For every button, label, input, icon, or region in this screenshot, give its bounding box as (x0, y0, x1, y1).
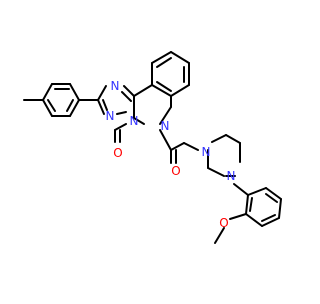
bond (245, 194, 249, 215)
bond (170, 142, 185, 151)
bond (225, 134, 241, 144)
atom-nitrogen: N (161, 119, 170, 133)
bond (151, 84, 172, 97)
bond (97, 99, 105, 115)
atom-oxygen: O (171, 164, 180, 178)
bond (170, 51, 190, 64)
bond (42, 99, 53, 117)
bond-methyl (214, 227, 225, 244)
bond (183, 142, 199, 151)
atom-oxygen: O (113, 146, 122, 160)
atom-nitrogen: N (227, 169, 236, 183)
bond (278, 198, 282, 219)
bond (159, 129, 172, 151)
bond (69, 99, 80, 117)
bond (121, 91, 132, 102)
bond (102, 99, 108, 111)
bond-inner (249, 197, 253, 212)
bond-inner (156, 57, 172, 68)
bond (211, 134, 227, 143)
bond (233, 183, 249, 196)
bond (97, 85, 107, 101)
bond-inner (47, 99, 56, 112)
atom-labels: N N N N O O N N O (106, 79, 236, 230)
bond (229, 213, 247, 220)
bond (245, 213, 263, 227)
structure-canvas: N N N N O O N N O (23, 51, 282, 244)
atom-nitrogen: N (111, 79, 120, 93)
bond-inner (66, 99, 74, 112)
bond (151, 51, 172, 64)
bond (247, 187, 267, 196)
atom-oxygen: O (219, 216, 228, 230)
bond (42, 83, 53, 101)
atom-nitrogen: N (106, 109, 115, 123)
bond (170, 84, 190, 97)
bond (69, 83, 80, 101)
bond (265, 187, 282, 200)
bond (261, 217, 280, 227)
chemical-structure: N N N N O O N N O (23, 51, 282, 244)
bond (114, 123, 127, 131)
bond (207, 167, 225, 177)
bond-inner (265, 193, 278, 203)
bond (123, 85, 135, 97)
bond (159, 106, 172, 125)
bond-lines (23, 51, 282, 244)
bond-inner (156, 81, 172, 92)
bond-inner (261, 214, 276, 222)
bond (133, 84, 153, 97)
bond (116, 111, 127, 115)
atom-nitrogen: N (202, 145, 211, 159)
atom-nitrogen: N (130, 114, 139, 128)
bond (133, 117, 145, 125)
